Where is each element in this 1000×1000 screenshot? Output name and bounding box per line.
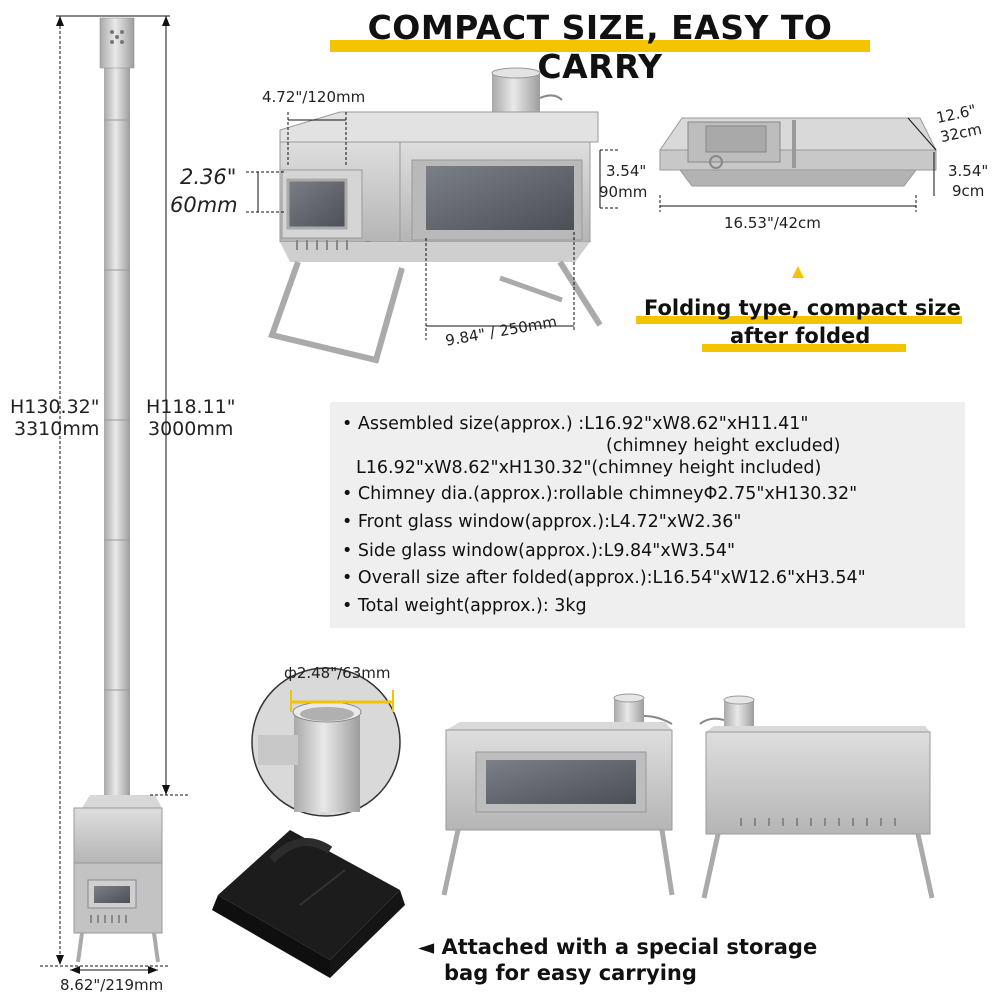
spec-assembled-full: L16.92"xW8.62"xH130.32"(chimney height i… xyxy=(356,458,822,478)
fold-caption-line-2: after folded xyxy=(730,324,871,348)
spec-chimney-dia: • Chimney dia.(approx.):rollable chimney… xyxy=(342,484,858,504)
stove-folded-dimension-lines xyxy=(659,117,937,212)
spec-front-window: • Front glass window(approx.):L4.72"xW2.… xyxy=(342,512,742,532)
bag-caption-line-1: Attached with a special storage xyxy=(441,935,818,959)
chimney-stove-image xyxy=(73,17,163,963)
total-height-in-label: H130.32" xyxy=(10,396,100,418)
fold-caption-highlight-2 xyxy=(702,344,906,352)
stove-main-dimension-lines xyxy=(246,112,620,340)
spec-panel xyxy=(330,402,965,628)
front-window-width-label: 4.72"/120mm xyxy=(262,88,366,106)
side-window-height-mm-label: 90mm xyxy=(599,183,648,201)
folded-height-cm-label: 9cm xyxy=(952,182,985,200)
front-window-height-in-label: 2.36" xyxy=(180,165,237,189)
spec-weight: • Total weight(approx.): 3kg xyxy=(342,596,587,616)
front-window-height-mm-label: 60mm xyxy=(170,193,238,217)
base-width-label: 8.62"/219mm xyxy=(60,976,164,994)
storage-bag-image xyxy=(212,830,405,978)
stove-main-image xyxy=(268,67,603,364)
up-arrow-icon xyxy=(792,266,804,278)
chimney-detail-image xyxy=(251,667,401,817)
page-title: COMPACT SIZE, EASY TO CARRY xyxy=(367,8,833,86)
title-highlight xyxy=(330,40,870,52)
chimney-dia-label: ф2.48"/63mm xyxy=(284,664,391,682)
left-arrow-icon: ◄ xyxy=(418,935,435,959)
chimney-height-in-label: H118.11" xyxy=(146,396,236,418)
spec-assembled-size: • Assembled size(approx.) :L16.92"xW8.62… xyxy=(342,414,809,434)
chimney-height-mm-label: 3000mm xyxy=(148,418,234,440)
fold-caption-line-1: Folding type, compact size xyxy=(644,296,961,320)
bag-caption-line-2: bag for easy carrying xyxy=(444,961,697,985)
spec-folded-size: • Overall size after folded(approx.):L16… xyxy=(342,568,866,588)
stove-folded-image xyxy=(659,117,937,187)
folded-height-in-label: 3.54" xyxy=(948,162,989,180)
fold-caption-highlight-1 xyxy=(636,316,962,324)
stove-front-view-image xyxy=(441,693,675,896)
bag-caption: ◄ Attached with a special storage bag fo… xyxy=(418,934,817,986)
spec-assembled-note: (chimney height excluded) xyxy=(606,436,841,456)
side-window-height-in-label: 3.54" xyxy=(606,162,647,180)
spec-side-window: • Side glass window(approx.):L9.84"xW3.5… xyxy=(342,541,736,561)
folded-length-label: 16.53"/42cm xyxy=(724,214,821,232)
stove-back-view-image xyxy=(699,695,935,899)
total-height-mm-label: 3310mm xyxy=(14,418,100,440)
height-dimension-lines xyxy=(40,15,190,971)
